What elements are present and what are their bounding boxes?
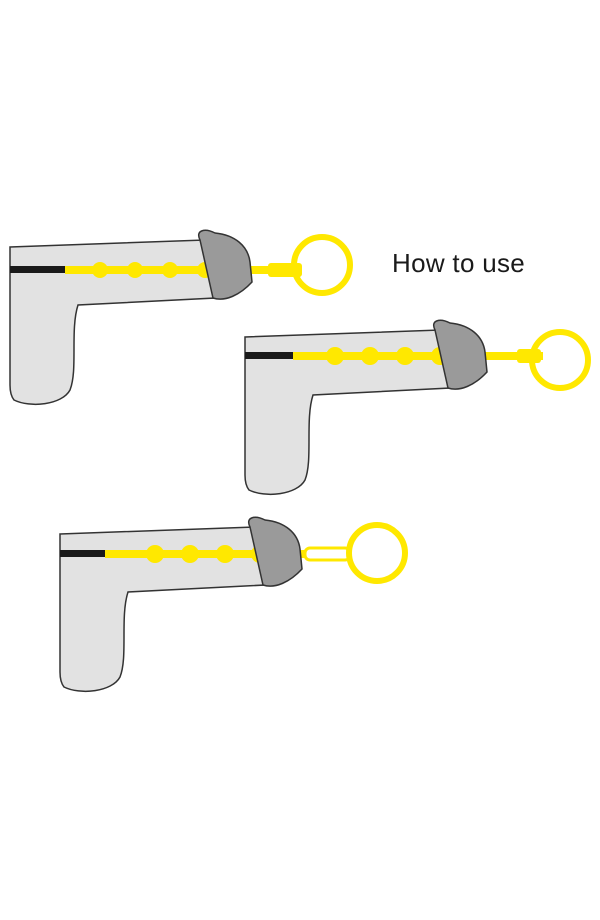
channel-line — [10, 266, 70, 273]
pull-ring — [291, 234, 353, 296]
rod-end-outline — [303, 546, 352, 562]
channel-line — [245, 352, 295, 359]
pull-ring — [346, 522, 408, 584]
pull-ring — [529, 329, 591, 391]
step-3-illustration — [59, 516, 408, 693]
diagram-title: How to use — [392, 248, 526, 278]
step-2-illustration — [244, 319, 591, 496]
channel-line — [60, 550, 110, 557]
step-1-illustration — [9, 229, 353, 406]
